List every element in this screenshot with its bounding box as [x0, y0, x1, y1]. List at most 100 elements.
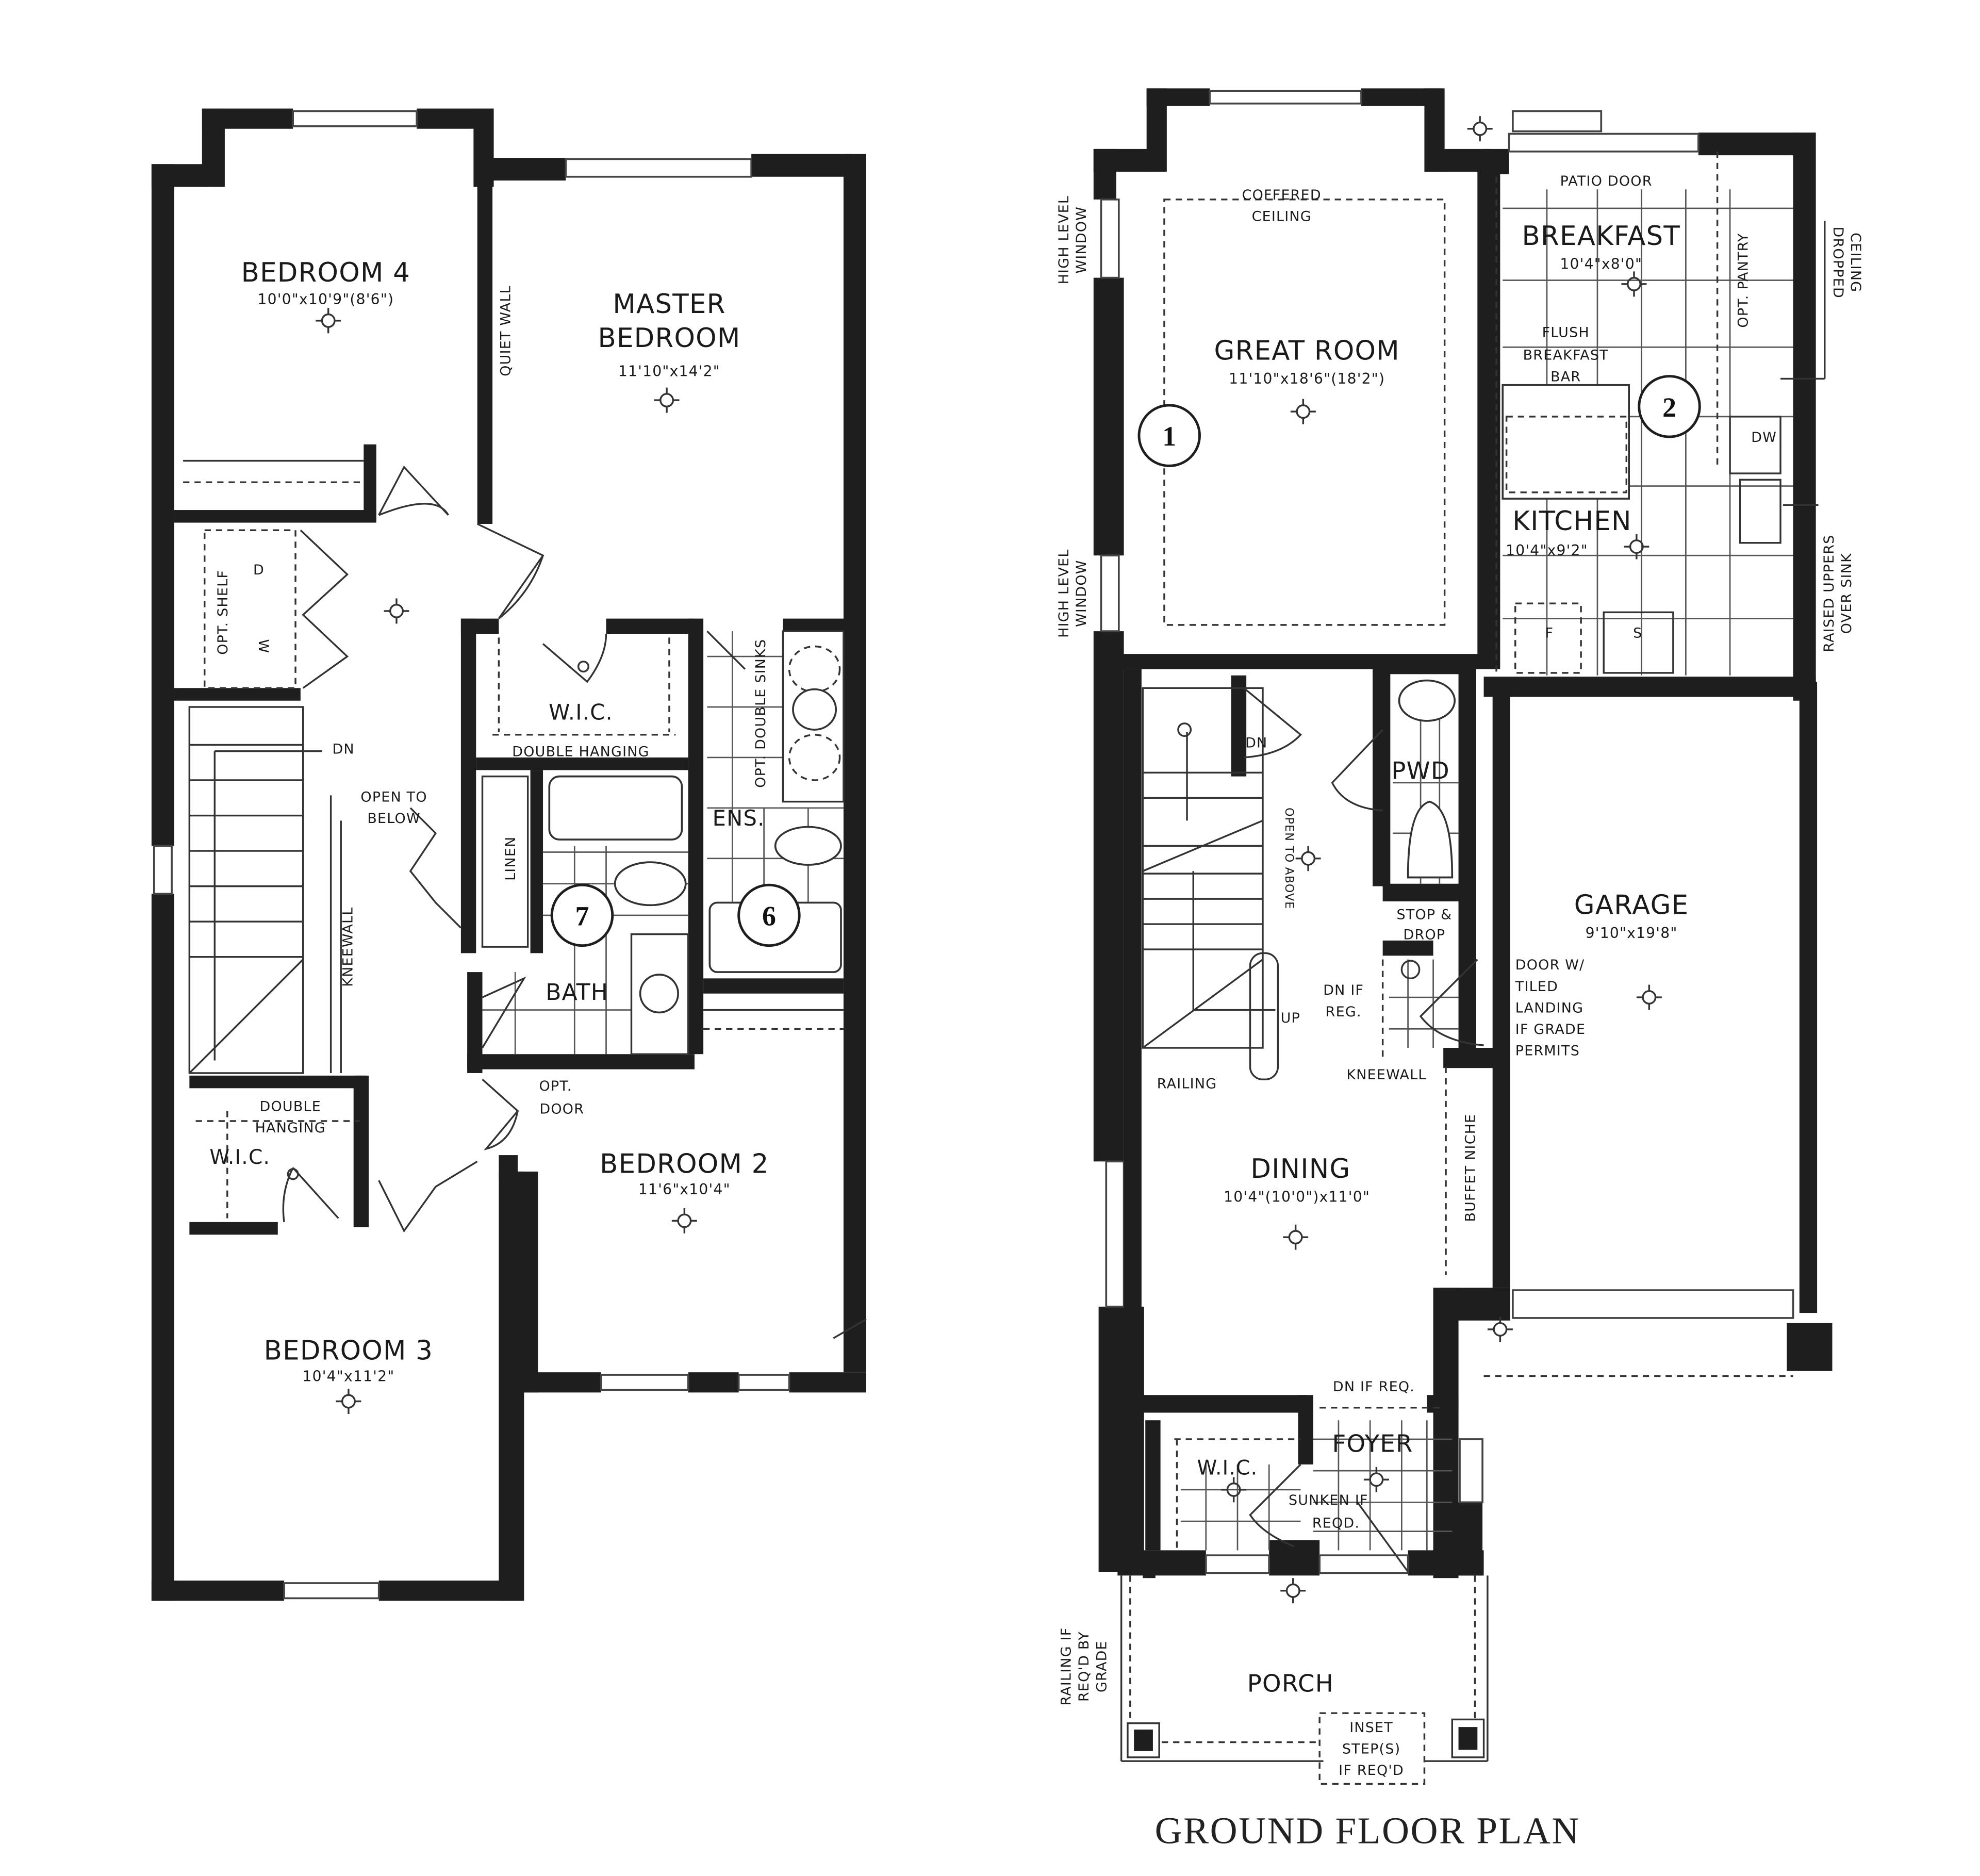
note-raised-uppers-1: RAISED UPPERS — [1821, 535, 1837, 652]
room-dimensions-bedroom-4: 10'0"x10'9"(8'6") — [257, 291, 394, 308]
note-stair-down: DN — [332, 742, 354, 758]
room-label-linen: LINEN — [503, 836, 519, 881]
svg-text:2: 2 — [1662, 392, 1676, 423]
note-high-level-window-upper-2: WINDOW — [1074, 206, 1090, 274]
note-stair-up: UP — [1281, 1010, 1300, 1026]
note-double-hanging-1: DOUBLE — [260, 1098, 321, 1114]
callout-1: 1 — [1137, 404, 1201, 467]
room-label-master-wic: W.I.C. — [549, 699, 613, 725]
porch-outline — [1120, 1575, 1489, 1785]
callout-7: 7 — [550, 883, 614, 947]
note-stop-drop-1: STOP & — [1397, 907, 1453, 923]
windows — [1100, 90, 1794, 1574]
room-dimensions-kitchen: 10'4"x9'2" — [1506, 542, 1588, 559]
room-label-porch: PORCH — [1247, 1670, 1334, 1698]
note-quiet-wall: QUIET WALL — [498, 285, 514, 376]
note-stove: S — [1633, 625, 1642, 641]
note-buffet-niche: BUFFET NICHE — [1462, 1114, 1478, 1222]
room-label-bedroom-3-wic: W.I.C. — [209, 1146, 270, 1169]
plan-title: GROUND FLOOR PLAN — [1155, 1809, 1580, 1851]
note-door-tiled-landing-2: TILED — [1515, 979, 1558, 995]
room-label-garage: GARAGE — [1574, 890, 1689, 920]
room-label-bedroom-2: BEDROOM 2 — [600, 1148, 769, 1179]
room-label-bedroom-3: BEDROOM 3 — [264, 1336, 433, 1367]
note-opt-door-1: OPT. — [539, 1078, 572, 1094]
note-open-to-below-2: BELOW — [367, 811, 420, 827]
note-opt-door-2: DOOR — [539, 1101, 584, 1117]
note-opt-pantry: OPT. PANTRY — [1735, 233, 1751, 327]
room-dimensions-dining: 10'4"(10'0")x11'0" — [1224, 1189, 1370, 1206]
note-fridge: F — [1545, 625, 1554, 641]
room-dimensions-bedroom-2: 11'6"x10'4" — [638, 1181, 731, 1198]
light-fixture-icons — [1177, 116, 1662, 1604]
note-dropped-ceiling-1: DROPPED — [1830, 227, 1846, 299]
windows — [153, 110, 790, 1600]
room-label-powder-room: PWD — [1391, 757, 1450, 785]
fixtures — [1120, 151, 1826, 1785]
note-inset-steps-2: STEP(S) — [1342, 1741, 1400, 1757]
note-opt-shelf: OPT. SHELF — [215, 570, 231, 655]
room-label-great-room: GREAT ROOM — [1214, 336, 1400, 367]
note-flush-bar-3: BAR — [1550, 369, 1581, 385]
svg-text:7: 7 — [575, 901, 589, 932]
note-opt-double-sinks: OPT. DOUBLE SINKS — [753, 639, 769, 788]
room-dimensions-bedroom-3: 10'4"x11'2" — [302, 1368, 394, 1385]
note-open-to-below-1: OPEN TO — [360, 789, 427, 805]
room-dimensions-breakfast: 10'4"x8'0" — [1560, 255, 1642, 272]
svg-text:6: 6 — [762, 901, 776, 932]
note-railing-grade-2: REQ'D BY — [1076, 1631, 1092, 1702]
second-floor-labels: BEDROOM 4 10'0"x10'9"(8'6") MASTER BEDRO… — [209, 257, 769, 1385]
note-door-tiled-landing-4: IF GRADE — [1515, 1022, 1586, 1038]
room-label-foyer: FOYER — [1332, 1429, 1413, 1457]
note-dryer: D — [253, 562, 265, 578]
note-dn-if-reg-2: REG. — [1326, 1004, 1362, 1020]
note-high-level-window-lower-2: WINDOW — [1074, 559, 1090, 627]
interior-walls — [1124, 659, 1507, 1578]
note-door-tiled-landing-1: DOOR W/ — [1515, 957, 1585, 973]
note-door-tiled-landing-5: PERMITS — [1515, 1043, 1580, 1059]
note-inset-steps-1: INSET — [1349, 1720, 1393, 1736]
exterior-walls — [1093, 88, 1833, 1578]
note-kneewall: KNEEWALL — [1346, 1067, 1426, 1083]
note-flush-bar-2: BREAKFAST — [1523, 348, 1609, 364]
note-sunken-2: REQD. — [1312, 1515, 1360, 1531]
room-label-bedroom-4: BEDROOM 4 — [241, 257, 410, 288]
note-dishwasher: DW — [1751, 430, 1777, 446]
note-dropped-ceiling-2: CEILING — [1847, 233, 1863, 292]
note-kneewall: KNEEWALL — [340, 907, 356, 987]
note-railing-grade-3: GRADE — [1094, 1640, 1110, 1692]
note-flush-bar-1: FLUSH — [1542, 325, 1590, 341]
note-inset-steps-3: IF REQ'D — [1339, 1763, 1404, 1779]
interior-walls — [174, 444, 846, 1235]
note-stop-drop-2: DROP — [1404, 927, 1446, 943]
room-label-foyer-wic: W.I.C. — [1197, 1456, 1258, 1479]
note-door-tiled-landing-3: LANDING — [1515, 1000, 1583, 1016]
room-label-master-line2: BEDROOM — [598, 323, 740, 354]
note-railing-grade-1: RAILING IF — [1059, 1627, 1075, 1706]
note-dn-if-reg-1: DN IF — [1323, 982, 1364, 998]
note-coffered-2: CEILING — [1252, 208, 1312, 224]
note-coffered-1: COFFERED — [1242, 187, 1322, 203]
room-dimensions-master: 11'10"x14'2" — [618, 363, 720, 380]
svg-text:1: 1 — [1162, 421, 1176, 452]
note-double-hanging-2: HANGING — [255, 1120, 326, 1136]
ground-floor-plan: GREAT ROOM 11'10"x18'6"(18'2") BREAKFAST… — [1056, 88, 1863, 1851]
note-dn-if-req-foyer: DN IF REQ. — [1333, 1379, 1415, 1395]
note-patio-door: PATIO DOOR — [1560, 173, 1653, 189]
room-dimensions-garage: 9'10"x19'8" — [1586, 925, 1678, 942]
note-stair-down: DN — [1245, 735, 1267, 751]
room-label-bath: BATH — [546, 979, 608, 1006]
callout-6: 6 — [737, 883, 801, 947]
ground-floor-labels: GREAT ROOM 11'10"x18'6"(18'2") BREAKFAST… — [1056, 173, 1863, 1779]
room-label-breakfast: BREAKFAST — [1522, 221, 1680, 252]
exterior-walls — [151, 108, 866, 1601]
note-high-level-window-upper-1: HIGH LEVEL — [1056, 195, 1072, 285]
second-floor-plan: BEDROOM 4 10'0"x10'9"(8'6") MASTER BEDRO… — [151, 108, 867, 1601]
room-label-ensuite: ENS. — [713, 805, 765, 831]
room-label-kitchen: KITCHEN — [1512, 506, 1631, 537]
note-sunken-1: SUNKEN IF — [1289, 1492, 1368, 1508]
room-dimensions-great-room: 11'10"x18'6"(18'2") — [1229, 370, 1385, 387]
room-label-master-line1: MASTER — [613, 289, 725, 320]
note-high-level-window-lower-1: HIGH LEVEL — [1056, 549, 1072, 638]
